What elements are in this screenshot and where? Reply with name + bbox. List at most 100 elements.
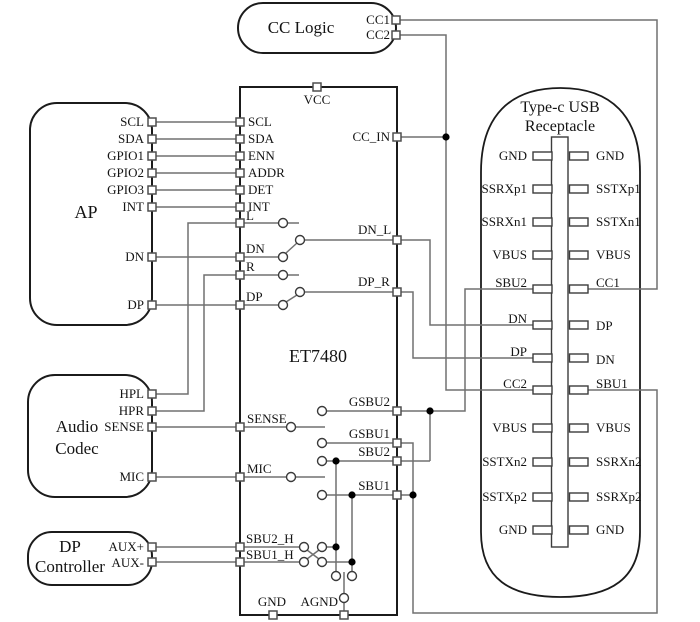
pin-et-vcc [312, 82, 322, 92]
pad-left-ssrxn1 [532, 217, 553, 227]
pin-ap-gpio2 [147, 168, 157, 178]
pin-ap-scl [147, 117, 157, 127]
pin-cclogic-cc2 [391, 30, 401, 40]
pin-et-sense [235, 422, 245, 432]
label-et-sda: SDA [248, 131, 275, 146]
label-rc-l10: SSTXp2 [482, 489, 527, 504]
cc-logic-title: CC Logic [268, 18, 335, 37]
label-et-sense: SENSE [247, 411, 287, 426]
contact-sbu2 [316, 455, 328, 467]
dp-controller-title-2: Controller [35, 557, 105, 576]
audio-codec-title-1: Audio [56, 417, 99, 436]
receptacle-title-2: Receptacle [525, 118, 595, 135]
label-rc-r6: DN [596, 352, 615, 367]
contact-dp [277, 299, 289, 311]
receptacle-tongue [532, 136, 589, 548]
label-et-r: R [246, 259, 255, 274]
contact-agnd-a [330, 570, 342, 582]
pad-right-sstxp1 [568, 184, 589, 194]
pin-et-dpr [392, 287, 402, 297]
label-et-sbu2: SBU2 [358, 444, 390, 459]
pin-et-dp [235, 300, 245, 310]
label-ap-scl: SCL [120, 114, 144, 129]
label-rc-r3: VBUS [596, 247, 631, 262]
switch-line-dnl [285, 239, 393, 254]
pad-right-gnd1 [568, 151, 589, 161]
label-cclogic-cc1: CC1 [366, 12, 390, 27]
pad-right-vbus1 [568, 250, 589, 260]
pin-et-sbu2 [392, 456, 402, 466]
contact-dnl-pole [294, 234, 306, 246]
junction-sbu1 [348, 491, 356, 499]
label-et-enn: ENN [248, 148, 275, 163]
label-ac-mic: MIC [119, 469, 144, 484]
audio-codec-title-2: Codec [55, 439, 99, 458]
pin-ap-sda [147, 134, 157, 144]
cc-logic-box [237, 2, 397, 54]
ap-box [29, 102, 153, 326]
pin-et-ccin [392, 132, 402, 142]
wire-gsbu1 [401, 442, 414, 495]
pin-ac-mic [147, 472, 157, 482]
label-rc-l5: DN [508, 311, 527, 326]
label-et-sbu1: SBU1 [358, 478, 390, 493]
ap-block [29, 102, 153, 326]
wire-cc2 [400, 34, 533, 391]
pad-left-sstxp2 [532, 492, 553, 502]
receptacle-title-1: Type-c USB [520, 99, 599, 116]
pin-dpc-auxp [147, 542, 157, 552]
pad-left-ssrxp1 [532, 184, 553, 194]
pin-et-sbu2h [235, 542, 245, 552]
pin-squares [147, 15, 402, 620]
label-et-addr: ADDR [248, 165, 285, 180]
pin-ap-gpio3 [147, 185, 157, 195]
label-rc-l2: SSRXn1 [481, 214, 527, 229]
label-rc-l1: SSRXp1 [481, 181, 527, 196]
pad-right-sstxn1 [568, 217, 589, 227]
pin-ap-gpio1 [147, 151, 157, 161]
label-et-l: L [246, 208, 254, 223]
pad-left-gnd1 [532, 151, 553, 161]
pad-right-vbus2 [568, 423, 589, 433]
pad-right-ssrxp2 [568, 492, 589, 502]
pad-right-gnd2 [568, 525, 589, 535]
wire-cc1 [400, 19, 658, 290]
pin-ac-sense [147, 422, 157, 432]
contact-agnd-pole [338, 592, 350, 604]
wire-dn-l [401, 239, 533, 326]
pin-et-r [235, 270, 245, 280]
label-rc-l11: GND [499, 522, 527, 537]
label-ap-dn: DN [125, 249, 144, 264]
label-rc-r9: SSRXn2 [596, 454, 642, 469]
ap-title: AP [74, 202, 97, 222]
label-et-vcc: VCC [304, 92, 331, 107]
label-rc-l6: DP [510, 344, 527, 359]
label-dpc-auxp: AUX+ [109, 539, 145, 554]
label-et-det: DET [248, 182, 273, 197]
contact-dn [277, 251, 289, 263]
contact-sbu2h-left [298, 541, 310, 553]
pad-right-cc1 [568, 284, 589, 294]
pin-et-scl [235, 117, 245, 127]
wire-hpl-l [156, 222, 236, 395]
audio-codec-block [27, 374, 153, 498]
pin-et-gnd [268, 610, 278, 620]
tongue-bar [550, 136, 569, 548]
label-rc-l4: SBU2 [495, 275, 527, 290]
pad-left-dn [532, 320, 553, 330]
pin-et-l [235, 218, 245, 228]
et7480-title: ET7480 [289, 346, 347, 366]
wire-sbu2-link [401, 411, 431, 462]
pad-left-vbus2 [532, 423, 553, 433]
label-rc-r10: SSRXp2 [596, 489, 642, 504]
pad-left-sbu2 [532, 284, 553, 294]
label-rc-r1: SSTXp1 [596, 181, 641, 196]
pin-cclogic-cc1 [391, 15, 401, 25]
label-et-mic: MIC [247, 461, 272, 476]
wire-hpr-r [156, 274, 236, 412]
label-et-sbu2h: SBU2_H [246, 531, 294, 546]
cc-logic-block [237, 2, 397, 54]
pad-right-sbu1 [568, 385, 589, 395]
